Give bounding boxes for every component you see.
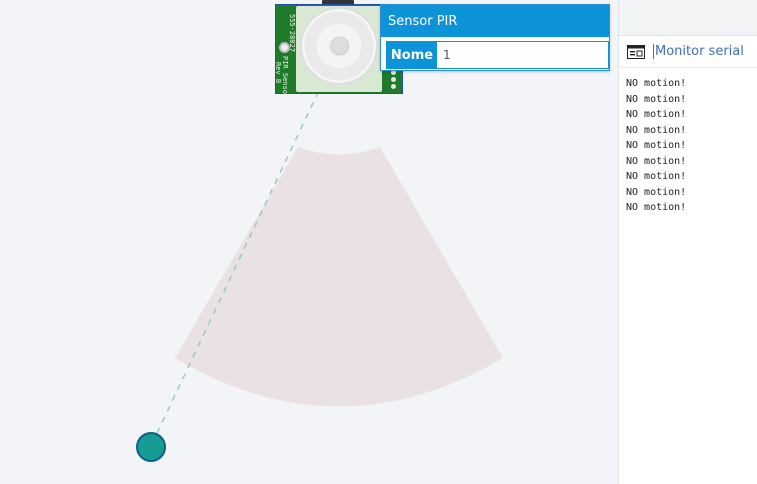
simulation-canvas[interactable]: 555-28027 PIR Sensor Rev B Sensor PIR No… [0,0,618,484]
serial-line: NO motion! [626,78,687,89]
serial-line: NO motion! [626,109,687,120]
canvas-drawing [136,47,503,462]
sensor-target-link [150,47,340,447]
motion-target-handle[interactable] [136,432,166,462]
name-property-input[interactable] [437,42,608,68]
name-property-label: Nome [387,42,437,68]
pir-rev-label: Rev B [274,62,282,84]
pir-mount-hole [279,42,290,53]
pir-pin-2 [391,77,396,82]
serial-line: NO motion! [626,93,687,105]
serial-monitor-header[interactable]: Monitor serial [619,36,757,68]
serial-line: NO motion! [626,202,687,213]
pir-name-label: PIR Sensor [281,56,289,99]
pir-header-cap [322,0,354,6]
serial-line: NO motion! [626,155,687,167]
detection-zone [175,147,503,407]
name-property-row: Nome [386,41,609,69]
panel-toolbar [619,0,757,36]
serial-monitor-title: Monitor serial [653,44,744,59]
serial-line: NO motion! [626,140,687,151]
pir-lens-center [331,37,349,55]
serial-output: NO motion! NO motion! NO motion! NO moti… [619,68,757,216]
right-panel: Monitor serial NO motion! NO motion! NO … [618,0,757,484]
pir-pin-1 [391,70,396,75]
component-properties-popup: Sensor PIR Nome [380,4,610,71]
serial-line: NO motion! [626,186,687,198]
pir-pin-3 [391,84,396,89]
component-title: Sensor PIR [381,5,609,37]
serial-line: NO motion! [626,171,687,182]
serial-monitor-icon [627,44,645,59]
pir-part-number: 555-28027 [288,14,296,52]
serial-line: NO motion! [626,124,687,136]
